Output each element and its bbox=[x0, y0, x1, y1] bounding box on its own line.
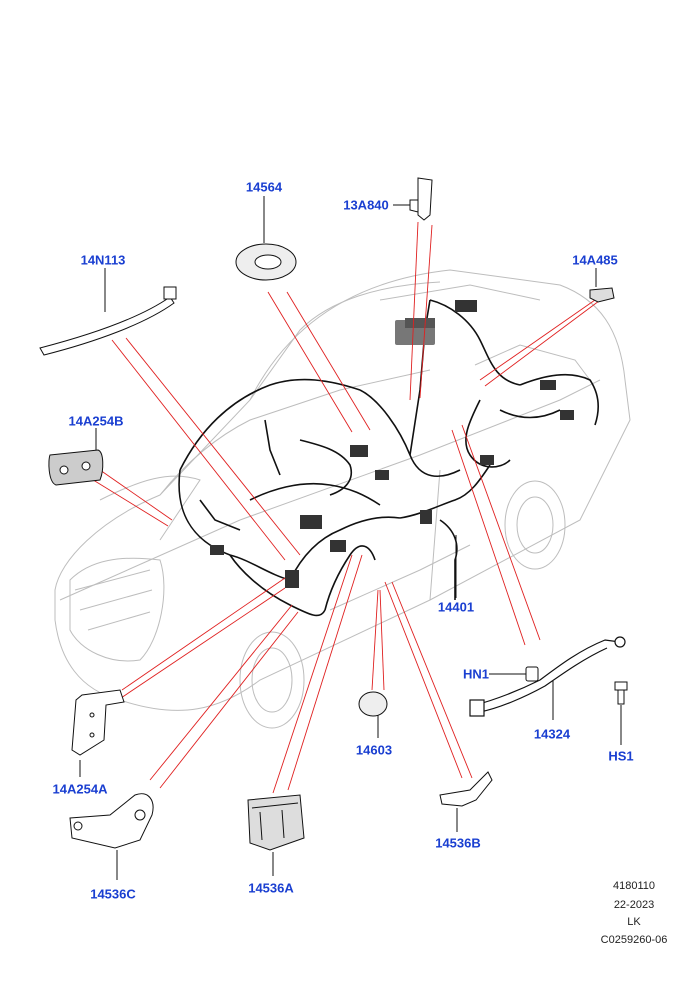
label-14A254B[interactable]: 14A254B bbox=[68, 413, 124, 429]
label-HN1[interactable]: HN1 bbox=[462, 666, 490, 682]
label-13A840[interactable]: 13A840 bbox=[343, 197, 389, 213]
part-14N113-cable-tie bbox=[39, 286, 177, 356]
label-14324[interactable]: 14324 bbox=[533, 726, 571, 742]
part-14536A-box bbox=[247, 794, 305, 851]
ref-code-line1: 4180110 bbox=[612, 880, 656, 892]
label-14536B[interactable]: 14536B bbox=[435, 835, 481, 851]
part-14324-harness bbox=[469, 636, 626, 717]
label-14536A[interactable]: 14536A bbox=[248, 880, 294, 896]
ref-code-line2: 22-2023 bbox=[613, 899, 655, 911]
label-14536C[interactable]: 14536C bbox=[90, 886, 136, 902]
part-13A840-clip bbox=[409, 177, 433, 221]
part-14A485-clip bbox=[589, 287, 615, 303]
label-14A254A[interactable]: 14A254A bbox=[52, 781, 108, 797]
label-14401[interactable]: 14401 bbox=[437, 599, 475, 615]
part-14A254B-bracket bbox=[48, 449, 104, 486]
label-leaders bbox=[79, 196, 622, 880]
wiring-harness bbox=[178, 299, 600, 617]
label-HS1[interactable]: HS1 bbox=[608, 748, 634, 764]
part-HN1-nut bbox=[525, 666, 539, 682]
part-14A254A-bracket bbox=[71, 689, 125, 756]
label-14N113[interactable]: 14N113 bbox=[80, 252, 126, 268]
label-14564[interactable]: 14564 bbox=[245, 179, 283, 195]
part-14603-grommet bbox=[358, 691, 388, 717]
harness-connectors bbox=[210, 300, 574, 588]
part-14564-grommet bbox=[235, 243, 297, 281]
ref-code-line3: LK bbox=[627, 916, 641, 928]
ref-code-line4: C0259260-06 bbox=[600, 934, 668, 946]
label-14A485[interactable]: 14A485 bbox=[572, 252, 618, 268]
leader-lines bbox=[89, 221, 604, 794]
label-14603[interactable]: 14603 bbox=[355, 742, 393, 758]
part-14536B-bracket bbox=[439, 771, 493, 807]
part-HS1-bolt bbox=[614, 681, 628, 705]
part-14536C-bracket bbox=[69, 793, 154, 849]
